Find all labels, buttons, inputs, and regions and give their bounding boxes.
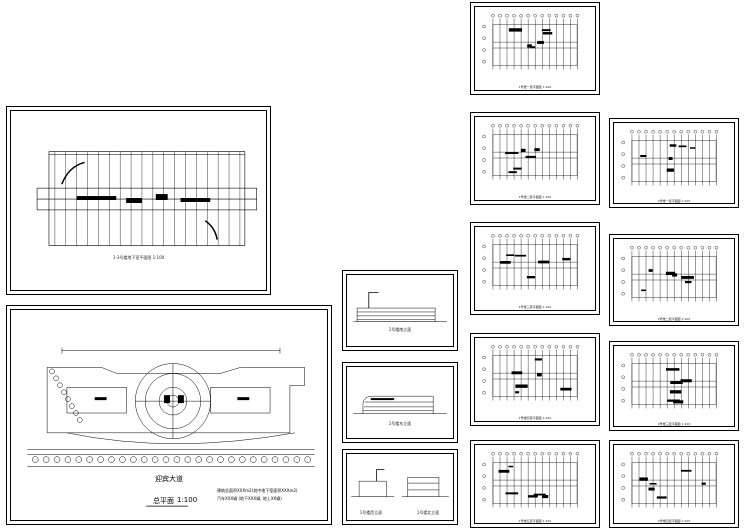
plan-c4-caption: 2号楼四层平面图 1:100 — [657, 519, 691, 523]
sheet-plan-c2: 2号楼二层平面图 1:100 — [609, 234, 739, 326]
plan-r2-caption: 1号楼二层平面图 1:100 — [518, 195, 552, 199]
elevation-3-drawing — [351, 469, 449, 497]
plan-r3-caption: 1号楼三层平面图 1:100 — [518, 305, 552, 309]
sheet-plan-r5: 1号楼五层平面图 1:100 — [470, 440, 600, 528]
plan-r1-caption: 1号楼一层平面图 1:100 — [518, 85, 552, 89]
sheet-plan-c4: 2号楼四层平面图 1:100 — [609, 440, 739, 528]
sheet-plan-r3: 1号楼三层平面图 1:100 — [470, 222, 600, 315]
plan-c3-caption: 2号楼三层平面图 1:100 — [657, 422, 691, 426]
sheet-site-plan: 迎宾大道 总平面 1:100 建筑总面积XXXm2(其中地下室面积XXXm2) … — [6, 305, 332, 525]
road-label: 迎宾大道 — [155, 475, 183, 483]
plan-c2-caption: 2号楼二层平面图 1:100 — [657, 317, 691, 321]
basement-plan-caption: 1-3号楼地下室平面图 1:100 — [112, 255, 165, 260]
plan-r4-drawing — [482, 345, 580, 401]
plan-r4-caption: 1号楼四层平面图 1:100 — [518, 416, 552, 420]
elevation-3b-caption: 1号楼北立面 — [416, 510, 440, 515]
sheet-plan-r4: 1号楼四层平面图 1:100 — [470, 333, 600, 426]
elevation-1-drawing — [353, 292, 447, 322]
plan-r3-drawing — [482, 234, 580, 290]
sheet-plan-c3: 2号楼三层平面图 1:100 — [609, 341, 739, 431]
site-note-2: 汽车XXX辆 (地下XXX辆, 地上XX辆) — [217, 496, 282, 501]
elevation-3a-caption: 1号楼西立面 — [359, 510, 383, 515]
elevation-2-caption: 1号楼东立面 — [388, 421, 412, 426]
basement-plan-drawing — [36, 151, 258, 246]
plan-c4-drawing — [621, 452, 719, 508]
elevation-2-drawing — [353, 395, 447, 414]
plan-c1-drawing — [621, 130, 719, 186]
site-note-1: 建筑总面积XXXm2(其中地下室面积XXXm2) — [217, 488, 298, 493]
sheet-elevation-3: 1号楼西立面 1号楼北立面 — [342, 449, 458, 525]
plan-r5-caption: 1号楼五层平面图 1:100 — [518, 519, 552, 523]
plan-c2-drawing — [621, 246, 719, 302]
sheet-plan-c1: 2号楼一层平面图 1:100 — [609, 118, 739, 208]
plan-c1-caption: 2号楼一层平面图 1:100 — [657, 199, 691, 203]
site-plan-scale: 1:100 — [177, 496, 198, 504]
sheet-elevation-2: 1号楼东立面 — [342, 362, 458, 443]
plan-r2-drawing — [482, 124, 580, 180]
site-plan-title: 总平面 — [153, 497, 174, 505]
elevation-1-caption: 1号楼南立面 — [388, 327, 412, 332]
sheet-plan-r2: 1号楼二层平面图 1:100 — [470, 112, 600, 205]
plan-c3-drawing — [621, 353, 719, 409]
sheet-basement-plan: 1-3号楼地下室平面图 1:100 — [6, 106, 271, 295]
sheet-plan-r1: 1号楼一层平面图 1:100 — [470, 2, 600, 95]
plan-r5-drawing — [482, 452, 580, 508]
sheet-elevation-1: 1号楼南立面 — [342, 270, 458, 351]
plan-r1-drawing — [482, 14, 580, 70]
site-plan-drawing — [27, 347, 315, 507]
